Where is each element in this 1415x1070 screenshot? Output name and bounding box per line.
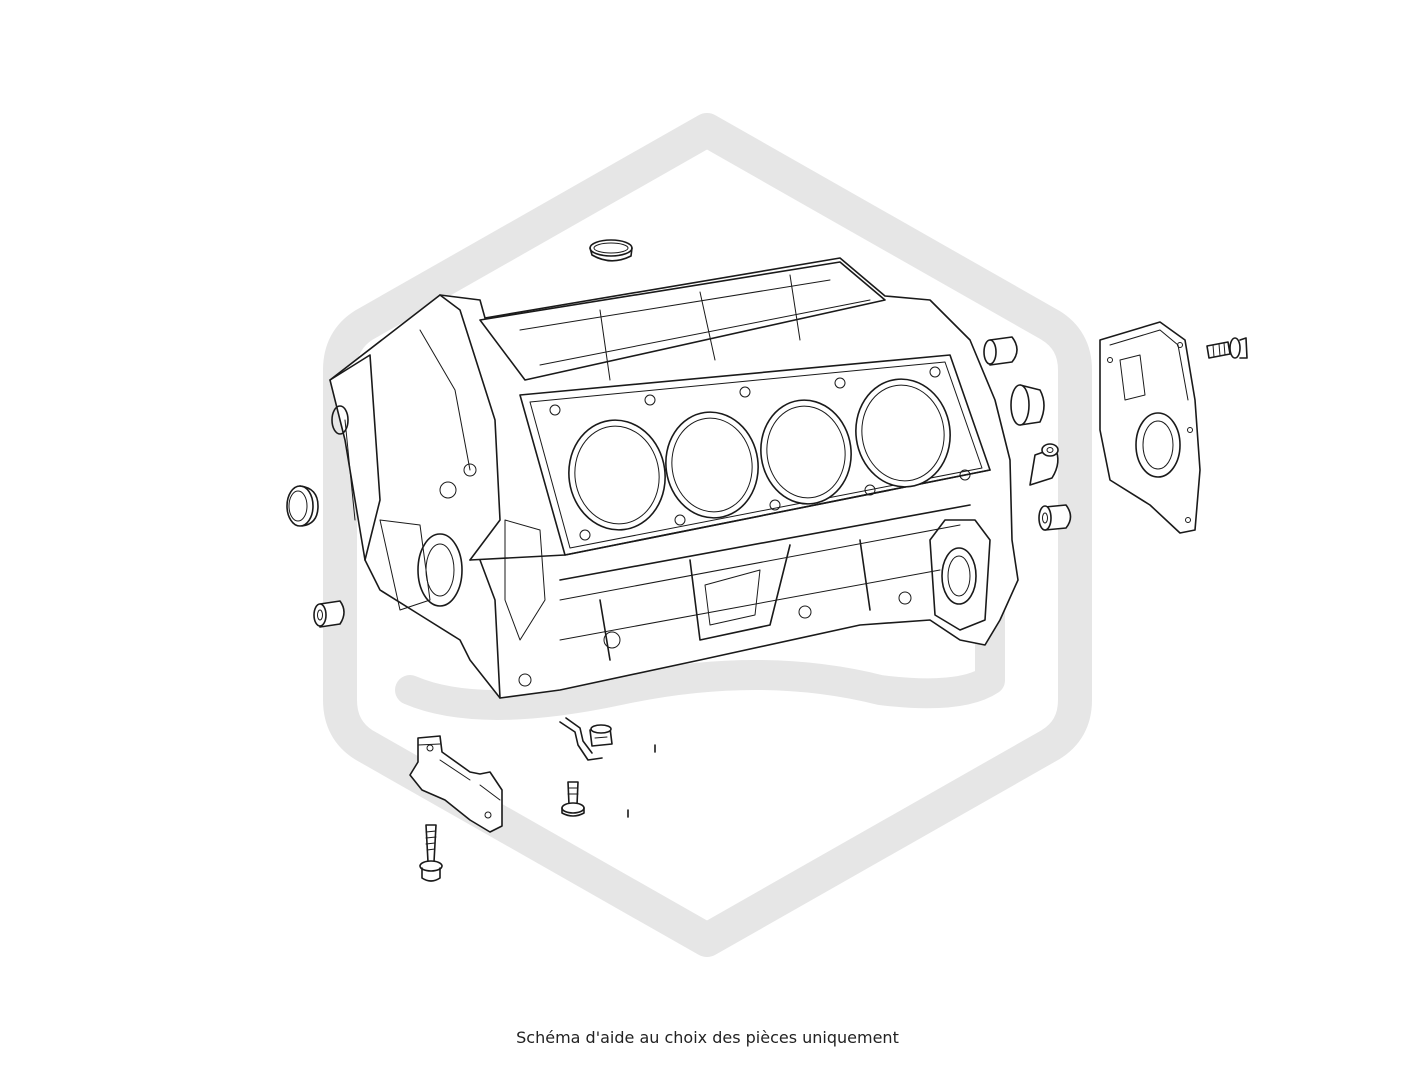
long-bolt [419,824,443,882]
cylinder-bore [568,419,666,531]
oil-squirter-fitting [559,717,656,761]
timing-cover [1099,321,1201,534]
cylinder-bore [665,411,759,519]
cylinder-bores [568,378,951,531]
short-bolt [561,781,629,818]
cylinder-bore [855,378,951,488]
flange-bolt [1206,337,1248,359]
dowel-sleeve-right-1 [983,336,1018,366]
dowel-sleeve-right-3 [1029,443,1059,486]
dowel-sleeve-left [313,600,345,628]
main-bearing-brace [409,735,503,833]
dowel-sleeve-right-4 [1038,504,1072,531]
cam-bearing-top [589,239,633,262]
dowel-sleeve-right-2 [1010,384,1045,426]
diagram-caption: Schéma d'aide au choix des pièces unique… [516,1028,899,1047]
cam-bearing-left [286,485,319,527]
cylinder-bore [760,399,852,505]
